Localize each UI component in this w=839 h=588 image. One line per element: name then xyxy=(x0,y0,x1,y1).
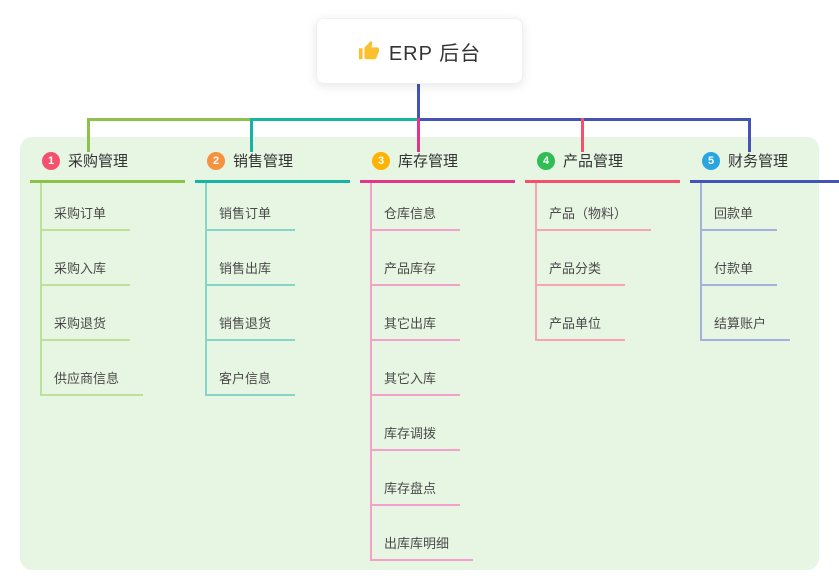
child-slot: 供应商信息 xyxy=(30,341,185,396)
branch-5: 5 财务管理回款单付款单结算账户 xyxy=(690,150,839,341)
bus-segment-3 xyxy=(418,118,751,121)
branch-label: 销售管理 xyxy=(233,153,294,170)
branch-children: 产品（物料） 产品分类产品单位 xyxy=(525,183,680,341)
child-slot: 采购入库 xyxy=(30,231,185,286)
child-slot: 其它入库 xyxy=(360,341,515,396)
child-node[interactable]: 产品分类 xyxy=(535,258,626,286)
branch-3: 3 库存管理仓库信息产品库存其它出库其它入库库存调拨库存盘点出库库明细 xyxy=(360,150,515,561)
child-node[interactable]: 回款单 xyxy=(700,203,778,231)
child-node[interactable]: 采购订单 xyxy=(40,203,131,231)
child-slot: 出库库明细 xyxy=(360,506,515,561)
bus-segment-1 xyxy=(87,118,253,121)
child-slot: 销售退货 xyxy=(195,286,350,341)
child-slot: 采购退货 xyxy=(30,286,185,341)
child-node[interactable]: 库存调拨 xyxy=(370,423,461,451)
children-spine-line xyxy=(40,183,42,396)
child-node[interactable]: 供应商信息 xyxy=(40,368,144,396)
branch-header-5[interactable]: 5 财务管理 xyxy=(690,150,839,183)
root-connector-line xyxy=(417,84,420,121)
branch-label: 产品管理 xyxy=(563,153,624,170)
branches-panel xyxy=(20,137,819,570)
child-slot: 回款单 xyxy=(690,183,839,231)
branch-header-4[interactable]: 4 产品管理 xyxy=(525,150,680,183)
child-node[interactable]: 产品库存 xyxy=(370,258,461,286)
drop-line-branch-4 xyxy=(581,118,584,152)
child-node[interactable]: 客户信息 xyxy=(205,368,296,396)
child-node[interactable]: 产品单位 xyxy=(535,313,626,341)
branch-number-badge: 4 xyxy=(537,151,555,170)
branch-children: 仓库信息产品库存其它出库其它入库库存调拨库存盘点出库库明细 xyxy=(360,183,515,561)
branch-2: 2 销售管理销售订单销售出库销售退货客户信息 xyxy=(195,150,350,396)
child-node[interactable]: 产品（物料） xyxy=(535,203,652,231)
branch-children: 销售订单销售出库销售退货客户信息 xyxy=(195,183,350,396)
children-spine-line xyxy=(370,183,372,561)
child-slot: 其它出库 xyxy=(360,286,515,341)
children-spine-line xyxy=(535,183,537,341)
child-slot: 采购订单 xyxy=(30,183,185,231)
child-slot: 产品单位 xyxy=(525,286,680,341)
branch-number-badge: 2 xyxy=(207,151,225,170)
child-node[interactable]: 库存盘点 xyxy=(370,478,461,506)
child-node[interactable]: 销售订单 xyxy=(205,203,296,231)
children-spine-line xyxy=(205,183,207,396)
branch-label: 库存管理 xyxy=(398,153,459,170)
drop-line-branch-3 xyxy=(417,118,420,152)
child-node[interactable]: 销售出库 xyxy=(205,258,296,286)
child-slot: 库存调拨 xyxy=(360,396,515,451)
branch-header-3[interactable]: 3 库存管理 xyxy=(360,150,515,183)
branch-children: 采购订单采购入库采购退货供应商信息 xyxy=(30,183,185,396)
child-slot: 销售出库 xyxy=(195,231,350,286)
thumbs-up-icon xyxy=(358,40,379,60)
drop-line-branch-5 xyxy=(748,118,751,152)
branch-children: 回款单付款单结算账户 xyxy=(690,183,839,341)
child-slot: 客户信息 xyxy=(195,341,350,396)
branch-header-2[interactable]: 2 销售管理 xyxy=(195,150,350,183)
child-node[interactable]: 其它出库 xyxy=(370,313,461,341)
child-node[interactable]: 结算账户 xyxy=(700,313,791,341)
child-node[interactable]: 出库库明细 xyxy=(370,533,474,561)
drop-line-branch-2 xyxy=(250,118,253,152)
child-node[interactable]: 仓库信息 xyxy=(370,203,461,231)
root-title: ERP 后台 xyxy=(388,42,482,65)
branch-label: 采购管理 xyxy=(68,153,129,170)
branch-header-1[interactable]: 1 采购管理 xyxy=(30,150,185,183)
child-slot: 销售订单 xyxy=(195,183,350,231)
child-slot: 库存盘点 xyxy=(360,451,515,506)
branch-4: 4 产品管理产品（物料） 产品分类产品单位 xyxy=(525,150,680,341)
child-slot: 产品分类 xyxy=(525,231,680,286)
drop-line-branch-1 xyxy=(87,118,90,152)
child-slot: 产品库存 xyxy=(360,231,515,286)
branch-1: 1 采购管理采购订单采购入库采购退货供应商信息 xyxy=(30,150,185,396)
child-slot: 产品（物料） xyxy=(525,183,680,231)
child-node[interactable]: 采购入库 xyxy=(40,258,131,286)
child-slot: 付款单 xyxy=(690,231,839,286)
branch-label: 财务管理 xyxy=(728,153,789,170)
branch-number-badge: 1 xyxy=(42,151,60,170)
child-node[interactable]: 采购退货 xyxy=(40,313,131,341)
branch-number-badge: 5 xyxy=(702,151,720,170)
children-spine-line xyxy=(700,183,702,341)
child-node[interactable]: 付款单 xyxy=(700,258,778,286)
child-node[interactable]: 销售退货 xyxy=(205,313,296,341)
child-node[interactable]: 其它入库 xyxy=(370,368,461,396)
branch-number-badge: 3 xyxy=(372,151,390,170)
bus-segment-2 xyxy=(250,118,418,121)
child-slot: 结算账户 xyxy=(690,286,839,341)
root-node[interactable]: ERP 后台 xyxy=(316,18,523,84)
child-slot: 仓库信息 xyxy=(360,183,515,231)
